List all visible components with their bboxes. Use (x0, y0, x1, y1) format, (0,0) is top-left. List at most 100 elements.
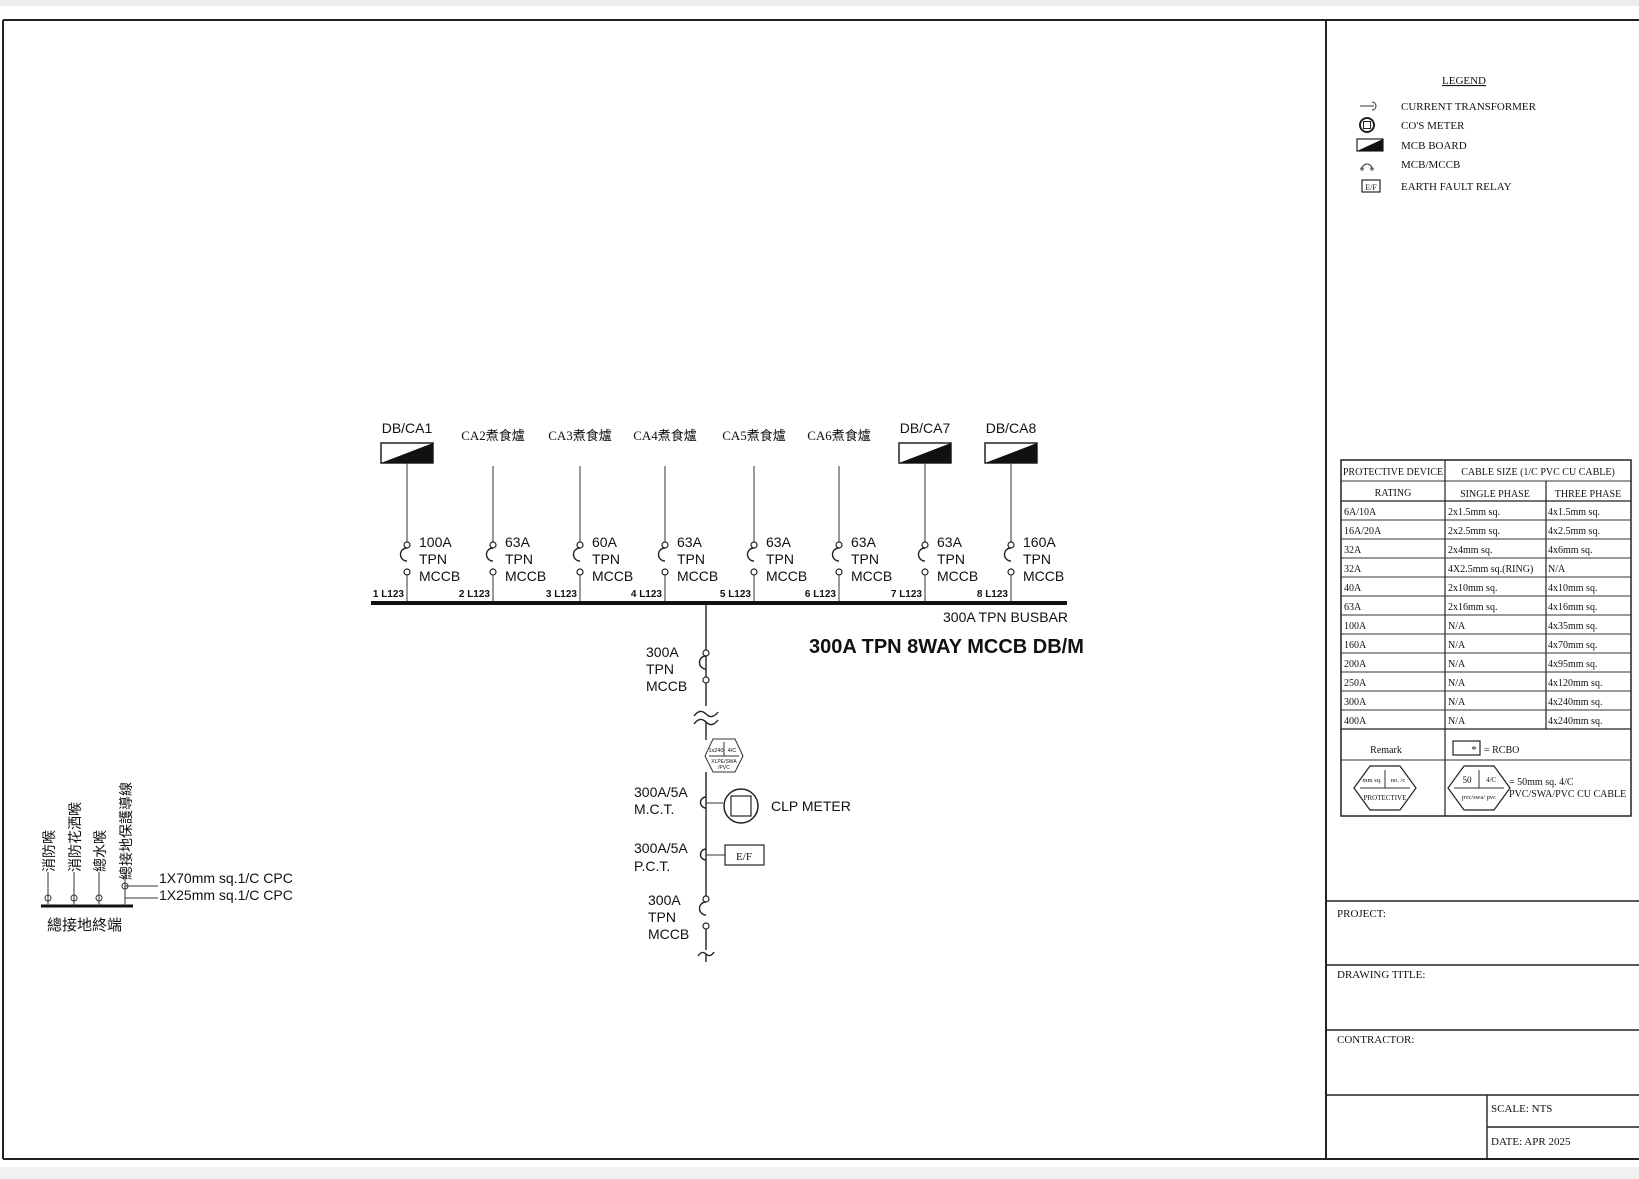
table-row: 6A/10A 2x1.5mm sq. 4x1.5mm sq. (1344, 507, 1600, 518)
way-load-label: DB/CA8 (986, 420, 1037, 436)
earth-label-main-protective-conductor: 總接地保護導線 (118, 782, 135, 880)
table-cell: N/A (1448, 659, 1466, 670)
mcb-mccb-icon (1360, 163, 1374, 171)
earth-conductor-4 (121, 872, 158, 906)
supply-device: MCCB (648, 926, 689, 942)
current-transformer-icon (1360, 101, 1377, 111)
drawing-title-label: DRAWING TITLE: (1337, 969, 1425, 981)
table-header-three-phase: THREE PHASE (1555, 489, 1621, 500)
table-cell: 4x240mm sq. (1548, 697, 1602, 708)
earthing-terminal: 消防喉 消防花洒喉 總水喉 總接地保護導線 1X70mm sq.1/C CPC … (41, 782, 293, 934)
legend-title: LEGEND (1442, 75, 1486, 87)
cable-size-table: PROTECTIVE DEVICE RATING CABLE SIZE (1/C… (1340, 459, 1632, 817)
incomer-mccb-icon (698, 649, 710, 684)
table-header-single-phase: SINGLE PHASE (1460, 489, 1530, 500)
way-circuit-label: 5 L123 (720, 589, 752, 600)
pct-label: P.C.T. (634, 858, 670, 874)
table-cell: 40A (1344, 583, 1362, 594)
way-breaker-type: TPN (766, 551, 794, 567)
way-breaker-type: TPN (419, 551, 447, 567)
diagram-main-title: 300A TPN 8WAY MCCB DB/M (809, 636, 1084, 658)
table-cell: N/A (1548, 564, 1566, 575)
cos-meter-icon (1359, 117, 1375, 133)
svg-text:1x240: 1x240 (709, 748, 724, 754)
supply-type: TPN (648, 909, 676, 925)
mccb-breaker-icon (746, 541, 758, 576)
mccb-breaker-icon (1003, 541, 1015, 576)
table-cell: N/A (1448, 640, 1466, 651)
earth-label-sprinkler-main: 消防花洒喉 (68, 802, 84, 872)
earth-cable-label-1: 1X70mm sq.1/C CPC (159, 870, 293, 886)
way-breaker-type: TPN (937, 551, 965, 567)
incomer-rating: 300A (646, 644, 679, 660)
mcb-board-icon (1356, 138, 1384, 152)
mccb-breaker-icon (831, 541, 843, 576)
table-cell: 2x10mm sq. (1448, 583, 1497, 594)
svg-text:4/C: 4/C (728, 748, 737, 754)
earth-conductor-1 (44, 872, 52, 906)
table-cell: 6A/10A (1344, 507, 1377, 518)
earth-conductor-2 (70, 872, 78, 906)
earth-fault-relay-icon: E/F (724, 844, 765, 866)
legend-item-label: MCB/MCCB (1401, 159, 1460, 171)
way-breaker-device: MCCB (505, 568, 546, 584)
way-breaker-device: MCCB (419, 568, 460, 584)
rcbo-symbol: * (1471, 744, 1477, 756)
mcb-board-icon (898, 442, 952, 464)
incoming-cable-hex-icon: 1x240 4/C XLPE/SWA /PVC (704, 738, 744, 773)
mct-current-transformer-icon (699, 796, 707, 809)
table-header-rating: RATING (1375, 488, 1412, 499)
table-cell: 4x1.5mm sq. (1548, 507, 1600, 518)
way-load-label: CA5煮食爐 (722, 428, 786, 443)
table-cell: 4x35mm sq. (1548, 621, 1597, 632)
way-breaker-rating: 60A (592, 534, 618, 550)
table-cell: 4X2.5mm sq.(RING) (1448, 564, 1533, 575)
table-cell: 250A (1344, 678, 1367, 689)
way-circuit-label: 6 L123 (805, 589, 837, 600)
table-cell: 2x16mm sq. (1448, 602, 1497, 613)
legend-item-label: EARTH FAULT RELAY (1401, 181, 1512, 193)
table-cell: N/A (1448, 697, 1466, 708)
way-breaker-type: TPN (851, 551, 879, 567)
table-cell: 400A (1344, 716, 1367, 727)
way-breaker-rating: 63A (505, 534, 531, 550)
way-breaker-rating: 63A (937, 534, 963, 550)
table-cell: N/A (1448, 621, 1466, 632)
table-cell: 100A (1344, 621, 1367, 632)
earth-terminal-label: 總接地終端 (47, 916, 122, 934)
clp-meter-icon (723, 788, 759, 824)
way-load-label: CA3煮食爐 (548, 428, 612, 443)
mccb-breaker-icon (399, 541, 411, 576)
table-cell: 2x1.5mm sq. (1448, 507, 1500, 518)
svg-text:/PVC: /PVC (718, 765, 730, 771)
example-text-line-2: PVC/SWA/PVC CU CABLE (1509, 789, 1626, 800)
way-load-label: CA6煮食爐 (807, 428, 871, 443)
supply-mccb-icon (698, 895, 710, 930)
way-circuit-label: 3 L123 (546, 589, 578, 600)
way-breaker-device: MCCB (937, 568, 978, 584)
way-breaker-type: TPN (1023, 551, 1051, 567)
supply-rating: 300A (648, 892, 681, 908)
way-breaker-device: MCCB (1023, 568, 1064, 584)
svg-text:mm sq.: mm sq. (1362, 777, 1382, 784)
contractor-label: CONTRACTOR: (1337, 1034, 1414, 1046)
way-breaker-device: MCCB (851, 568, 892, 584)
table-header-cable-size: CABLE SIZE (1/C PVC CU CABLE) (1461, 467, 1615, 478)
scale-label: SCALE: NTS (1491, 1103, 1552, 1115)
way-circuit-label: 4 L123 (631, 589, 663, 600)
drawing-frame (2, 19, 1639, 1160)
table-cell: 4x2.5mm sq. (1548, 526, 1600, 537)
legend-item-label: CURRENT TRANSFORMER (1401, 101, 1537, 113)
